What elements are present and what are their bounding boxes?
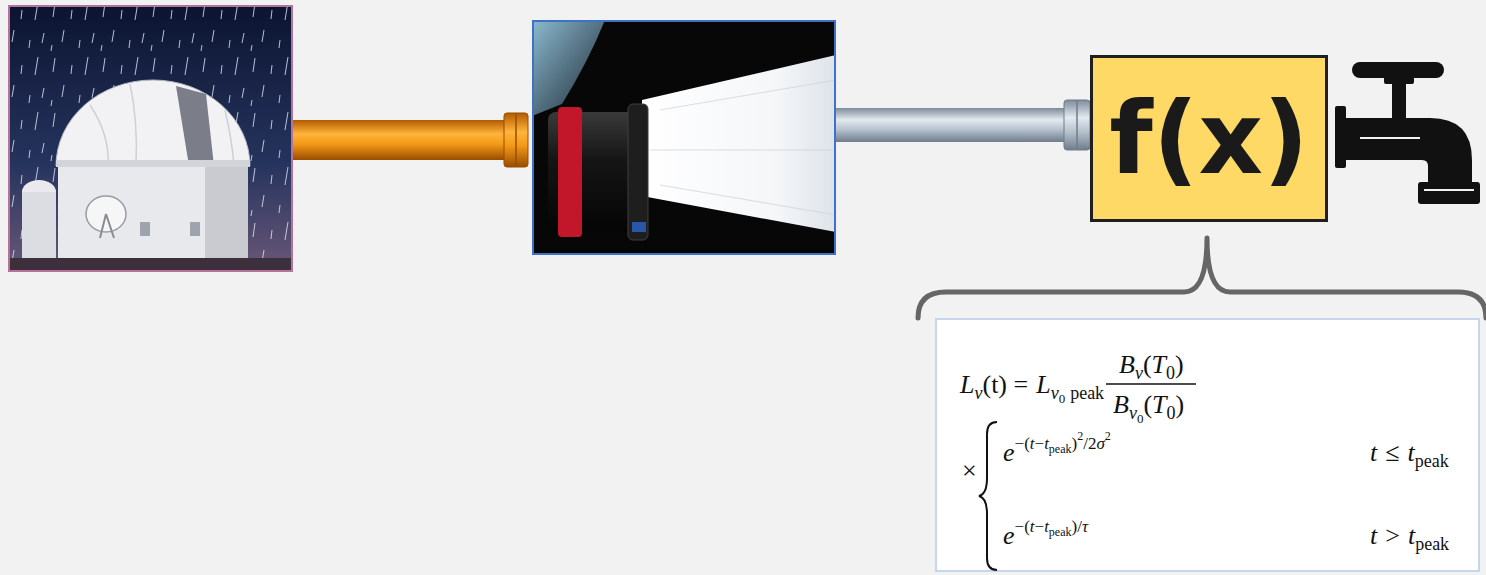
fraction-bar	[1106, 383, 1196, 384]
nozzle-tip	[628, 104, 648, 240]
math-symbol: 0	[1059, 391, 1066, 406]
math-symbol: 2	[1105, 429, 1111, 443]
math-symbol: −	[1035, 517, 1045, 536]
water-spray	[642, 55, 836, 232]
cases-brace	[979, 422, 997, 570]
math-symbol: )/	[1072, 517, 1082, 536]
math-symbol: t	[1408, 521, 1415, 550]
function-box: f(x)	[1090, 55, 1328, 222]
nozzle-accent	[632, 222, 646, 232]
equation-line: e−(t−tpeak)/τ	[1003, 523, 1088, 553]
dome-ring	[56, 160, 250, 167]
fitting-ridge	[1076, 100, 1078, 150]
faucet-spout	[1418, 182, 1480, 204]
math-symbol: peak	[1415, 534, 1449, 554]
observatory-dome	[56, 80, 250, 166]
dome-slit	[176, 86, 214, 166]
math-symbol: 2	[1077, 429, 1083, 443]
pipe-fitting	[1064, 100, 1090, 150]
math-symbol: (t) =	[982, 370, 1028, 399]
math-symbol: L	[1036, 370, 1050, 399]
math-symbol: 0	[1137, 411, 1144, 426]
dish-stand	[100, 214, 114, 238]
window	[140, 222, 150, 236]
math-symbol: T	[1152, 350, 1166, 379]
math-symbol: )	[1175, 350, 1184, 379]
orange-pipe	[293, 120, 508, 160]
faucet-body	[1346, 118, 1472, 185]
nozzle-red-band	[558, 107, 582, 237]
math-symbol: L	[960, 370, 974, 399]
math-symbol: ν	[1129, 403, 1137, 423]
hose-photo-bg	[532, 20, 836, 255]
equation-line: ×	[962, 458, 977, 487]
ground	[8, 258, 293, 272]
fitting-ridge	[515, 113, 517, 167]
spray-streaks	[650, 80, 836, 215]
equation-line: Bν(T0)	[1119, 352, 1184, 381]
equation-box: Lν(t) =Lν0peakBν(T0)Bν0(T0)×e−(t−tpeak)2…	[935, 318, 1480, 572]
curly-brace	[918, 238, 1486, 318]
math-symbol: ×	[962, 456, 977, 485]
observatory-base	[58, 160, 248, 272]
dome-ribs	[90, 84, 234, 166]
math-symbol: −(	[1015, 434, 1030, 453]
math-symbol: B	[1113, 390, 1129, 419]
math-symbol: e	[1003, 521, 1015, 550]
math-symbol: t	[1408, 438, 1415, 467]
pipe-fitting	[504, 113, 528, 167]
math-symbol: t	[1370, 521, 1377, 550]
math-symbol: ν	[974, 383, 982, 403]
math-symbol: peak	[1070, 383, 1104, 403]
equation-line: t>tpeak	[1370, 523, 1449, 552]
math-symbol: B	[1119, 350, 1135, 379]
math-symbol: ν	[1135, 363, 1143, 383]
math-symbol: σ	[1096, 434, 1104, 453]
window	[190, 222, 200, 236]
gray-pipe	[836, 108, 1066, 142]
equation-line: Bν0(T0)	[1113, 392, 1184, 422]
faucet-stem	[1392, 78, 1406, 120]
math-symbol: t	[1370, 438, 1377, 467]
math-symbol: t	[1030, 517, 1035, 536]
math-symbol: −	[1035, 434, 1045, 453]
faucet-flange	[1335, 106, 1346, 168]
math-symbol: /2	[1083, 434, 1096, 453]
math-symbol: >	[1385, 521, 1400, 550]
math-symbol: e	[1003, 438, 1015, 467]
math-symbol: )	[1176, 390, 1185, 419]
math-symbol: t	[1044, 434, 1049, 453]
body-detail	[1360, 137, 1420, 139]
math-symbol: peak	[1415, 451, 1449, 471]
math-symbol: t	[1030, 434, 1035, 453]
math-symbol: peak	[1049, 442, 1072, 456]
equation-line: e−(t−tpeak)2/2σ2	[1003, 440, 1111, 470]
math-symbol: t	[1044, 517, 1049, 536]
tower-dome	[22, 180, 56, 192]
math-symbol: T	[1152, 390, 1166, 419]
photo-frame	[9, 6, 292, 271]
math-symbol: )	[1072, 434, 1078, 453]
math-symbol: 0	[1167, 403, 1176, 423]
photo-frame	[533, 21, 835, 254]
math-symbol: (	[1143, 350, 1152, 379]
math-symbol: 0	[1166, 363, 1175, 383]
math-symbol: τ	[1082, 517, 1088, 536]
faucet-cap	[1384, 72, 1414, 84]
math-symbol: ≤	[1385, 438, 1399, 467]
jacket	[532, 20, 605, 116]
math-symbol: ν	[1051, 383, 1059, 403]
spout-detail	[1424, 189, 1474, 191]
base-shade	[205, 160, 248, 272]
math-symbol: peak	[1049, 525, 1072, 539]
equation-line: Lν(t) =Lν0peak	[960, 372, 1104, 402]
equation-line: t≤tpeak	[1370, 440, 1449, 469]
function-label: f(x)	[1109, 89, 1308, 189]
night-sky	[8, 5, 293, 272]
star-trails	[8, 5, 293, 272]
math-symbol: (	[1143, 390, 1152, 419]
math-symbol: −(	[1015, 517, 1030, 536]
